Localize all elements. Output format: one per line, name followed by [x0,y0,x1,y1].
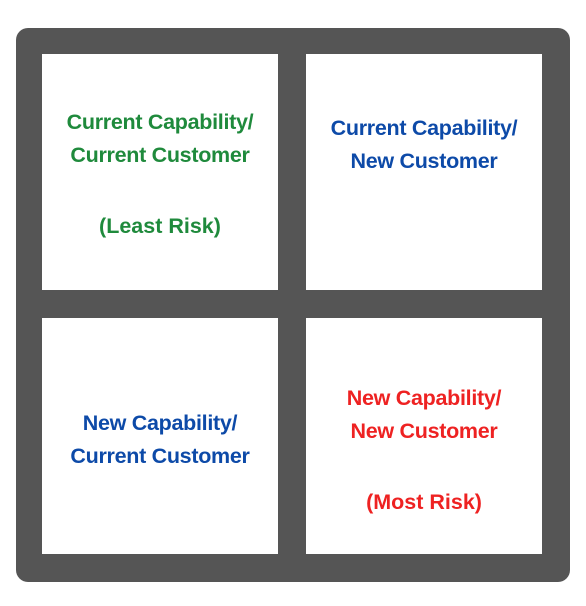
quadrant-text: New Capability/ New Customer (Most Risk) [346,382,502,519]
quadrant-line-1: New Capability/ [82,411,238,435]
quadrant-current-capability-current-customer: Current Capability/ Current Customer (Le… [42,54,278,290]
quadrant-text: Current Capability/ New Customer [331,112,518,178]
risk-label-most: (Most Risk) [366,489,482,514]
quadrant-line-1: Current Capability/ [66,109,254,134]
quadrant-line-2: Current Customer [70,444,250,468]
quadrant-line-2: Current Customer [70,142,250,167]
quadrant-line-2: New Customer [350,418,498,443]
risk-label-least: (Least Risk) [99,213,221,238]
quadrant-new-capability-new-customer: New Capability/ New Customer (Most Risk) [306,318,542,554]
quadrant-text: New Capability/ Current Customer [70,407,249,473]
quadrant-text: Current Capability/ Current Customer (Le… [67,106,254,243]
quadrant-line-1: Current Capability/ [330,116,518,140]
quadrant-line-2: New Customer [350,149,498,173]
quadrant-current-capability-new-customer: Current Capability/ New Customer [306,54,542,290]
quadrant-line-1: New Capability/ [346,385,502,410]
quadrant-new-capability-current-customer: New Capability/ Current Customer [42,318,278,554]
